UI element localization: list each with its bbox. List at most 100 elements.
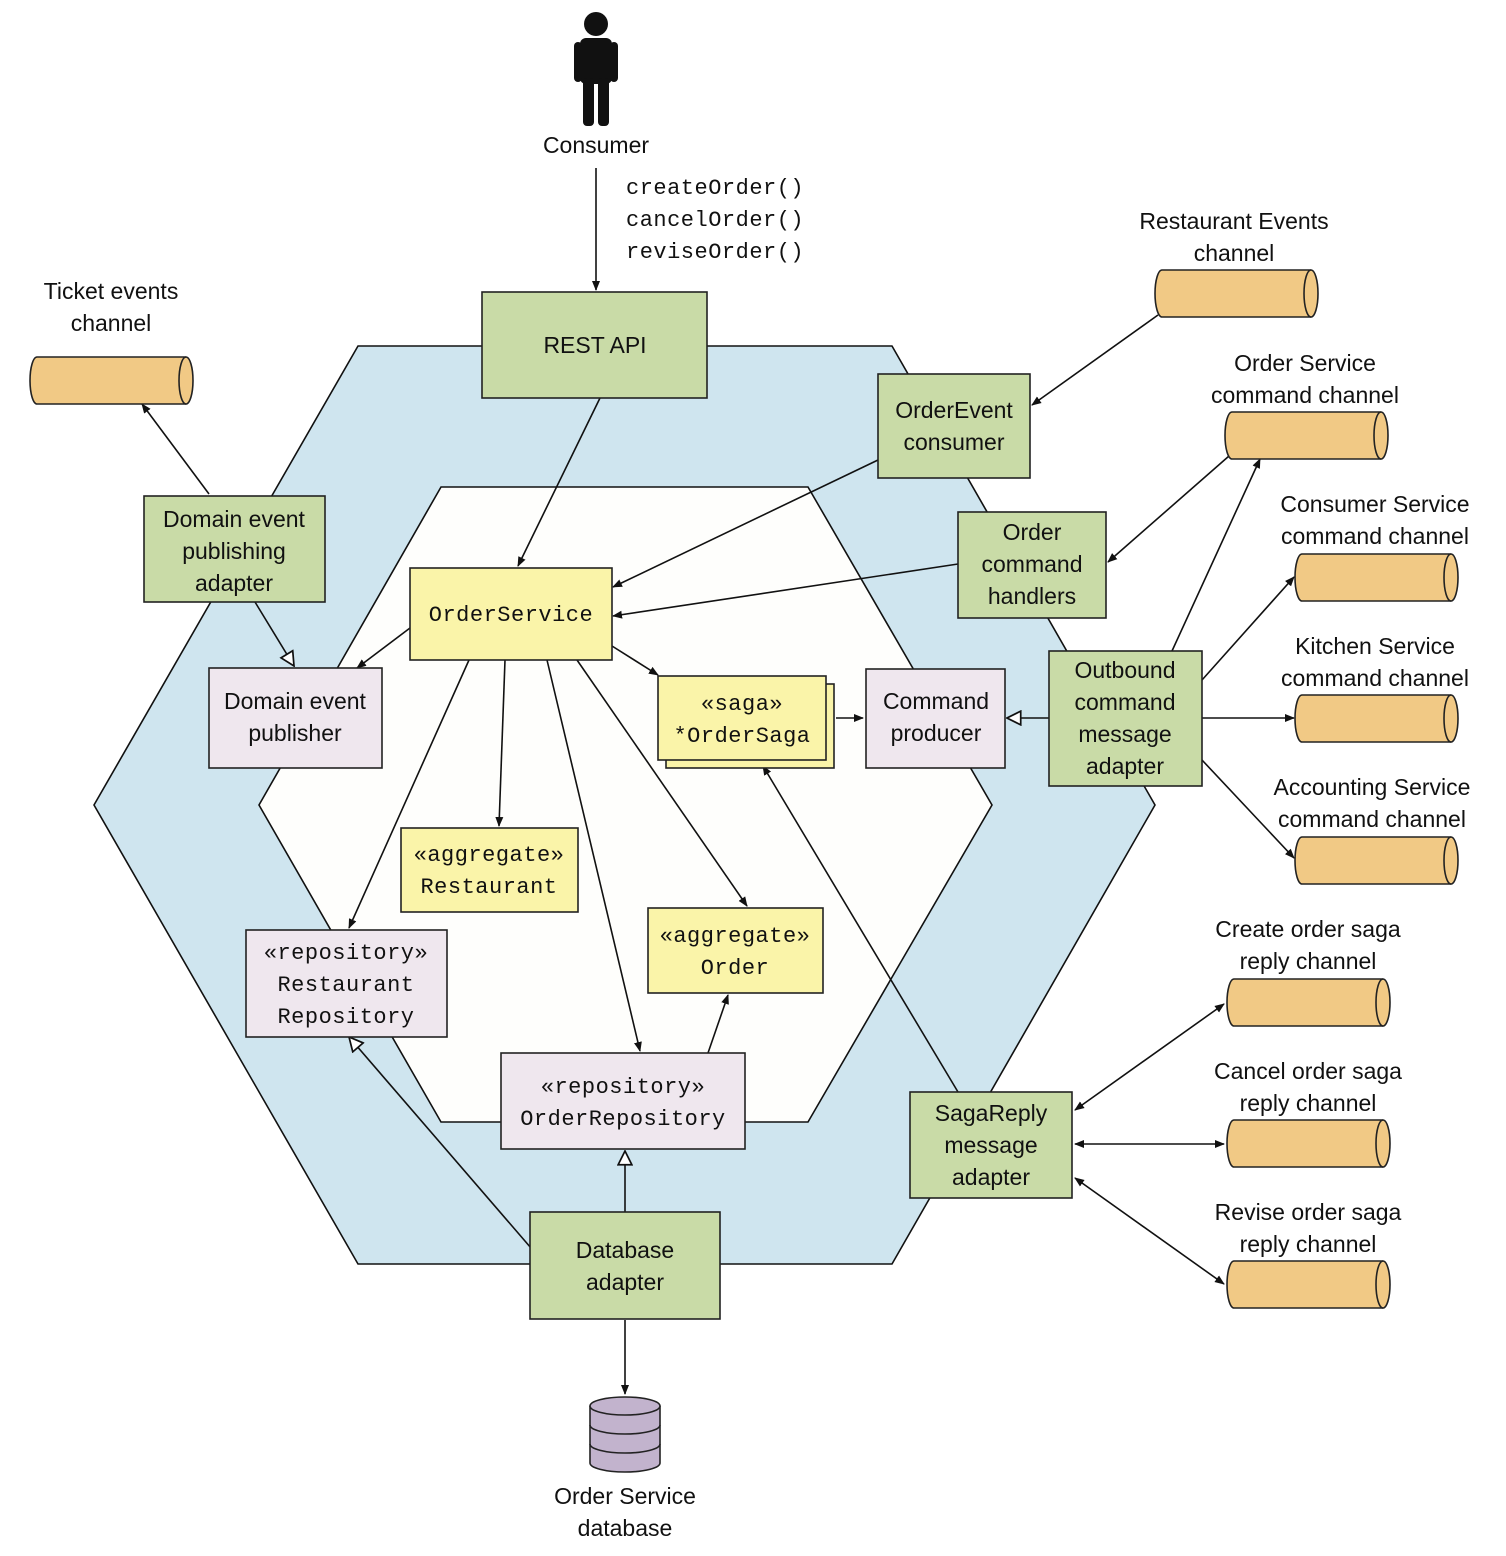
revise-order-saga-reply-channel-label-line-2: reply channel <box>1240 1231 1377 1257</box>
labels: ConsumercreateOrder()cancelOrder()revise… <box>44 132 1471 1541</box>
operations-list-line-1: createOrder() <box>626 176 804 201</box>
edge-orderservice-to-publisher <box>356 627 411 669</box>
command-producer-label: Command producer <box>883 688 989 746</box>
order-event-consumer-box <box>877 373 1031 479</box>
restaurant-repository-label-line-2: Restaurant <box>277 973 414 998</box>
cancel-order-saga-reply-channel-label-line-2: reply channel <box>1240 1090 1377 1116</box>
command-producer-label-line-2: producer <box>891 720 982 746</box>
outbound-command-message-adapter-label-line-3: message <box>1078 721 1171 747</box>
edge-outbound-to-consumer-cmd-channel <box>1201 576 1295 681</box>
operations-list-line-2: cancelOrder() <box>626 208 804 233</box>
edge-ordercommandchannel-to-handlers <box>1107 455 1230 563</box>
order-saga-label-line-2: *OrderSaga <box>673 724 810 749</box>
order-saga-box <box>657 675 827 761</box>
create-order-saga-reply-channel-label-line-1: Create order saga <box>1215 916 1401 942</box>
create-order-saga-reply-channel-cylinder <box>1226 978 1391 1027</box>
saga-reply-message-adapter-label-line-1: SagaReply <box>935 1100 1048 1126</box>
restaurant-events-channel-cylinder <box>1154 269 1319 318</box>
order-saga-label: «saga» *OrderSaga <box>673 692 810 749</box>
restaurant-aggregate-label-line-2: Restaurant <box>420 875 557 900</box>
edge-order-repository-to-order <box>707 994 729 1054</box>
command-producer-box <box>865 668 1006 769</box>
ticket-events-channel-label-line-1: Ticket events <box>44 278 179 304</box>
channel-cylinders <box>29 269 1459 1309</box>
edge-domain-adapter-to-ticket-channel <box>141 403 210 495</box>
order-service-database-label-line-2: database <box>578 1515 673 1541</box>
kitchen-service-command-channel-label-line-1: Kitchen Service <box>1295 633 1455 659</box>
order-aggregate-box <box>647 907 824 994</box>
ticket-events-channel-label: Ticket events channel <box>44 278 179 336</box>
rest-api-label-line-1: REST API <box>543 332 646 358</box>
accounting-service-command-channel-label-line-2: command channel <box>1278 806 1466 832</box>
order-repository-box <box>500 1052 746 1150</box>
edge-handlers-to-orderservice <box>612 563 959 619</box>
database-adapter-label-line-2: adapter <box>586 1269 664 1295</box>
kitchen-service-command-channel-label: Kitchen Service command channel <box>1281 633 1469 691</box>
ticket-events-channel-cylinder <box>29 356 194 405</box>
order-repository-label: «repository»OrderRepository <box>520 1075 726 1132</box>
edge-orderservice-to-restaurant-repository <box>348 659 470 929</box>
order-service-command-channel-cylinder <box>1224 411 1389 460</box>
order-service-label: OrderService <box>429 603 593 628</box>
restaurant-repository-label-line-3: Repository <box>277 1005 414 1030</box>
domain-event-publishing-adapter-label-line-3: adapter <box>195 570 273 596</box>
order-command-handlers-label-line-2: command <box>982 551 1083 577</box>
consumer-service-command-channel-cylinder <box>1294 553 1459 602</box>
outbound-command-message-adapter-label-line-4: adapter <box>1086 753 1164 779</box>
saga-reply-message-adapter-label-line-3: adapter <box>952 1164 1030 1190</box>
edge-sagareply-to-saga <box>762 765 959 1093</box>
edge-outbound-to-accounting-cmd-channel <box>1201 759 1295 859</box>
order-aggregate-label: «aggregate»Order <box>660 924 811 981</box>
accounting-service-command-channel-label: Accounting Service command channel <box>1274 774 1471 832</box>
restaurant-aggregate-label: «aggregate» Restaurant <box>414 843 565 900</box>
accounting-service-command-channel-label-line-1: Accounting Service <box>1274 774 1471 800</box>
edge-sagareply-revise-channel <box>1074 1177 1225 1285</box>
kitchen-service-command-channel-cylinder <box>1294 694 1459 743</box>
accounting-service-command-channel-cylinder <box>1294 836 1459 885</box>
edges <box>141 168 1295 1395</box>
outbound-command-message-adapter-box <box>1048 650 1203 787</box>
order-saga-label-line-1: «saga» <box>701 692 783 717</box>
order-service-database-label: Order Service database <box>554 1483 696 1541</box>
order-service-box <box>409 567 613 661</box>
restaurant-aggregate-label-line-1: «aggregate» <box>414 843 565 868</box>
edge-orderservice-to-saga <box>611 645 659 676</box>
kitchen-service-command-channel-label-line-2: command channel <box>1281 665 1469 691</box>
ticket-events-channel-label-line-2: channel <box>71 310 152 336</box>
order-command-handlers-box <box>957 511 1107 619</box>
order-repository-label-line-2: OrderRepository <box>520 1107 726 1132</box>
restaurant-aggregate-box <box>400 827 579 913</box>
saga-reply-message-adapter-label: SagaReply message adapter <box>935 1100 1048 1190</box>
edge-orderservice-to-order-repository <box>546 659 642 1052</box>
order-event-consumer-label-line-1: OrderEvent <box>895 397 1013 423</box>
consumer-label: Consumer <box>543 132 649 158</box>
domain-event-publisher-label-line-1: Domain event <box>224 688 367 714</box>
consumer-label-line-1: Consumer <box>543 132 649 158</box>
create-order-saga-reply-channel-label: Create order saga reply channel <box>1215 916 1401 974</box>
command-producer-label-line-1: Command <box>883 688 989 714</box>
order-service-database-label-line-1: Order Service <box>554 1483 696 1509</box>
consumer-actor-icon <box>574 12 618 126</box>
operations-list: createOrder()cancelOrder()reviseOrder() <box>626 176 804 265</box>
create-order-saga-reply-channel-label-line-2: reply channel <box>1240 948 1377 974</box>
edge-orderservice-to-order-aggregate <box>576 659 748 907</box>
edge-outbound-to-order-cmd-channel <box>1171 458 1261 652</box>
edge-orderservice-to-restaurant-aggregate <box>495 659 506 827</box>
order-service-label-line-1: OrderService <box>429 603 593 628</box>
rest-api-label: REST API <box>543 332 646 358</box>
saga-reply-message-adapter-label-line-2: message <box>944 1132 1037 1158</box>
edge-rest-api-to-orderservice <box>517 397 601 567</box>
outbound-command-message-adapter-label-line-1: Outbound <box>1074 657 1175 683</box>
revise-order-saga-reply-channel-cylinder <box>1226 1260 1391 1309</box>
order-aggregate-label-line-1: «aggregate» <box>660 924 811 949</box>
